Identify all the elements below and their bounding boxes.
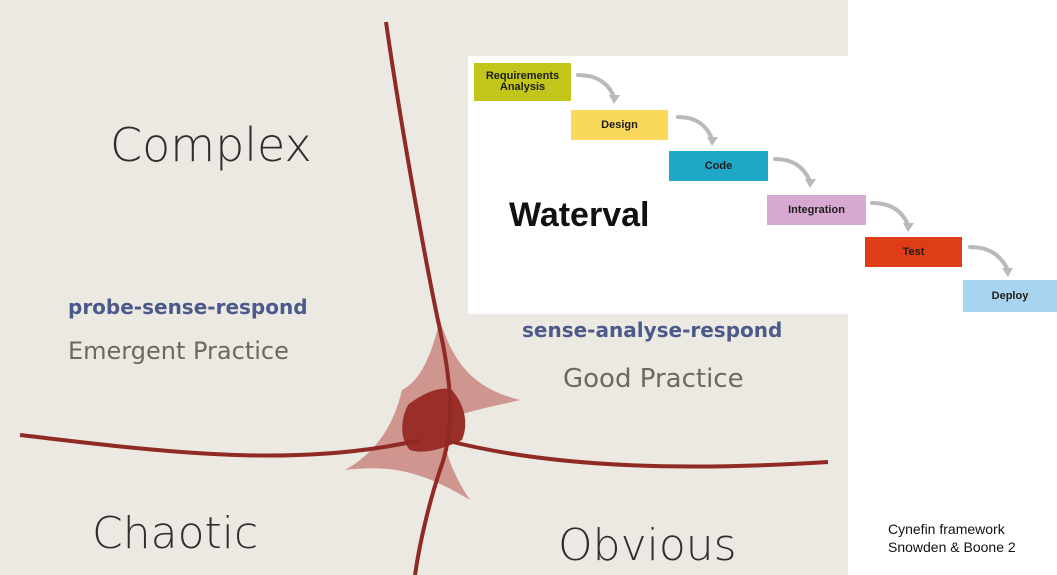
obvious-domain-title: Obvious bbox=[558, 520, 737, 571]
waterfall-stage-code: Code bbox=[669, 151, 768, 181]
cynefin-divider-curves bbox=[19, 21, 829, 575]
waterfall-stage-integration: Integration bbox=[767, 195, 866, 225]
complex-practice-label: Emergent Practice bbox=[68, 337, 289, 365]
waterfall-stage-design: Design bbox=[571, 110, 668, 140]
waterfall-stage-test: Test bbox=[865, 237, 962, 267]
waterfall-stage-requirements: Requirements Analysis bbox=[474, 63, 571, 101]
complicated-method-label: sense-analyse-respond bbox=[522, 318, 783, 342]
waterfall-title: Waterval bbox=[509, 196, 650, 234]
chaotic-domain-title: Chaotic bbox=[92, 508, 259, 559]
caption-line-2: Snowden & Boone 2 bbox=[888, 539, 1016, 555]
complex-method-label: probe-sense-respond bbox=[68, 295, 308, 319]
complex-domain-title: Complex bbox=[110, 118, 312, 172]
waterfall-stage-deploy: Deploy bbox=[963, 280, 1057, 312]
caption-line-1: Cynefin framework bbox=[888, 521, 1005, 537]
complicated-practice-label: Good Practice bbox=[563, 364, 744, 394]
